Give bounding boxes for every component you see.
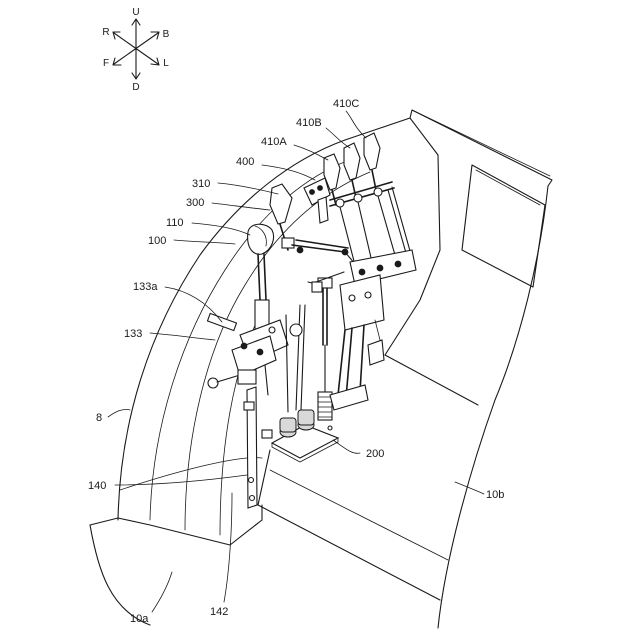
pedal-unit — [272, 345, 338, 462]
compass-rear-label: R — [102, 27, 109, 38]
label-100: 100 — [148, 235, 166, 247]
label-10a: 10a — [130, 613, 149, 625]
reference-labels: 410C 410B 410A 400 310 300 110 100 133a … — [88, 98, 504, 625]
main-lever — [207, 224, 288, 508]
label-110: 110 — [166, 217, 184, 229]
compass-front-label: F — [103, 58, 109, 69]
compass-back-label: B — [163, 29, 170, 40]
lever-group-400 — [286, 133, 416, 412]
leader-lines — [108, 111, 484, 612]
compass-left-label: L — [163, 58, 169, 69]
label-133a: 133a — [133, 281, 158, 293]
direction-compass: U D R B F L — [102, 7, 169, 93]
label-200: 200 — [366, 448, 384, 460]
label-310: 310 — [192, 178, 210, 190]
label-300: 300 — [186, 197, 204, 209]
label-410b: 410B — [296, 117, 322, 129]
label-8: 8 — [96, 412, 102, 424]
label-133: 133 — [124, 328, 142, 340]
label-410a: 410A — [261, 136, 287, 148]
compass-up-label: U — [132, 7, 139, 18]
compass-down-label: D — [132, 82, 139, 93]
label-142: 142 — [210, 606, 228, 618]
label-10b: 10b — [486, 489, 504, 501]
label-400: 400 — [236, 156, 254, 168]
label-410c: 410C — [333, 98, 359, 110]
label-140: 140 — [88, 480, 106, 492]
